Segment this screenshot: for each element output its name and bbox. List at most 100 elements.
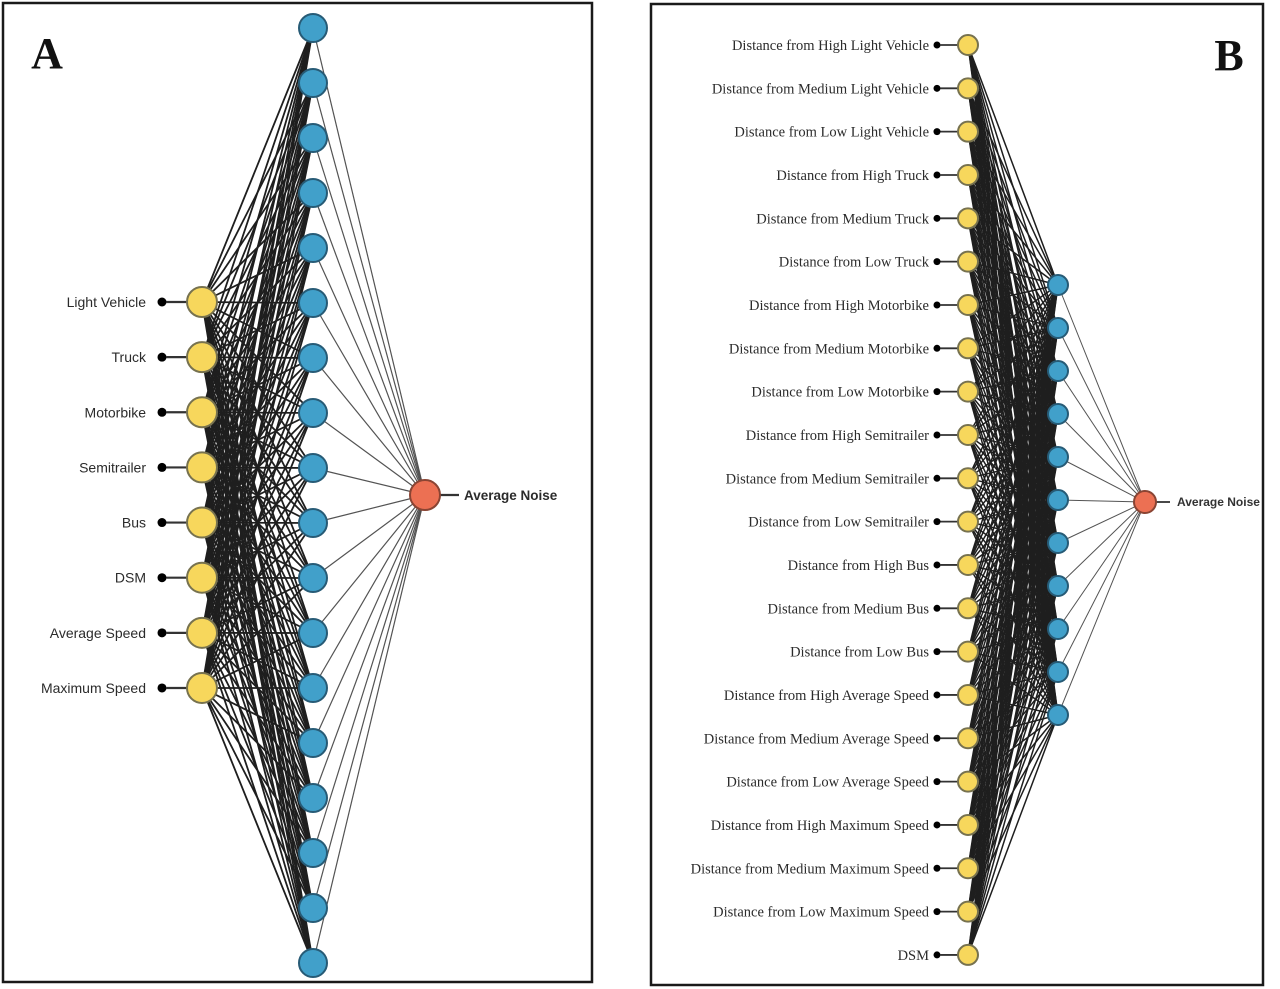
edge: [201, 522, 314, 689]
input-row: Distance from Low Light Vehicle: [734, 120, 979, 143]
edge: [967, 217, 1059, 286]
input-node: [957, 597, 979, 620]
input-dot: [933, 734, 941, 742]
input-dot: [933, 388, 941, 396]
hidden-node: [1047, 704, 1069, 726]
edge: [967, 284, 1059, 652]
hidden-node: [298, 673, 328, 703]
edge: [967, 284, 1059, 696]
panel-a-output-label: Average Noise: [464, 488, 558, 503]
hidden-node: [298, 68, 328, 98]
input-label: Distance from Medium Bus: [768, 601, 930, 617]
input-dot: [933, 951, 941, 959]
edges-input-hidden: [967, 44, 1059, 956]
input-row: Distance from High Maximum Speed: [711, 813, 979, 836]
input-label: Distance from High Truck: [776, 168, 929, 184]
output-node: [409, 479, 441, 511]
input-label: Distance from Medium Truck: [756, 211, 930, 227]
edge: [967, 284, 1059, 739]
input-dot: [933, 344, 941, 352]
input-row: Maximum Speed: [41, 671, 218, 704]
input-label: Distance from Low Motorbike: [751, 385, 929, 401]
input-dot: [933, 84, 941, 92]
edge: [967, 88, 1059, 286]
edge: [967, 284, 1059, 869]
edge: [201, 687, 314, 854]
input-node: [957, 120, 979, 143]
hidden-node: [298, 508, 328, 538]
input-label: Distance from High Bus: [788, 558, 930, 574]
edge: [312, 494, 426, 909]
edge: [967, 628, 1059, 956]
input-node: [957, 640, 979, 663]
hidden-node: [1047, 317, 1069, 339]
edge: [201, 357, 314, 689]
edge: [312, 467, 426, 496]
input-label: Distance from Low Bus: [790, 645, 929, 661]
edge: [967, 284, 1059, 566]
input-row: Distance from Medium Maximum Speed: [691, 857, 979, 880]
panel-a-letter: A: [31, 29, 63, 78]
input-node: [186, 671, 218, 704]
input-row: Distance from High Light Vehicle: [732, 34, 979, 56]
input-dot: [933, 864, 941, 872]
input-dot: [933, 431, 941, 439]
input-row: Motorbike: [85, 396, 218, 429]
input-row: Distance from Low Maximum Speed: [713, 900, 979, 923]
edge: [967, 284, 1059, 306]
edge: [201, 27, 314, 303]
input-dot: [933, 778, 941, 786]
edge: [967, 585, 1059, 956]
edge: [201, 687, 314, 964]
edge: [201, 577, 314, 689]
input-row: Light Vehicle: [67, 286, 218, 318]
edge: [201, 687, 314, 799]
input-dot: [157, 352, 167, 362]
edge: [201, 192, 314, 689]
input-node: [186, 341, 218, 374]
input-dot: [933, 821, 941, 829]
hidden-node: [1047, 446, 1069, 468]
input-node: [957, 337, 979, 360]
input-label: Distance from Low Semitrailer: [748, 515, 929, 531]
input-row: Distance from Medium Average Speed: [704, 727, 979, 750]
input-dot: [157, 628, 167, 638]
input-row: Truck: [112, 341, 218, 374]
output-node: [1133, 490, 1157, 514]
input-label: Bus: [122, 515, 146, 531]
input-row: Distance from Low Average Speed: [726, 770, 979, 793]
input-dot: [157, 407, 167, 417]
input-node: [957, 857, 979, 880]
input-node: [957, 727, 979, 750]
input-row: DSM: [115, 561, 218, 594]
hidden-node: [298, 288, 328, 318]
edge: [201, 137, 314, 689]
edge: [312, 247, 426, 496]
edge: [967, 284, 1059, 826]
edge: [967, 174, 1059, 286]
hidden-node: [1047, 532, 1069, 554]
input-label: Distance from Medium Average Speed: [704, 731, 930, 747]
hidden-node: [1047, 661, 1069, 683]
input-label: Distance from High Motorbike: [749, 298, 929, 314]
input-row: Distance from Medium Motorbike: [729, 337, 979, 360]
edges-hidden-output: [312, 27, 426, 964]
edge: [967, 44, 1059, 286]
input-row: DSM: [898, 943, 979, 966]
input-dot: [933, 301, 941, 309]
edge: [967, 284, 1059, 912]
input-label: Truck: [112, 349, 147, 365]
input-node: [957, 510, 979, 533]
hidden-node: [298, 233, 328, 263]
edge: [312, 494, 426, 964]
edge: [1057, 501, 1146, 544]
hidden-node: [298, 728, 328, 758]
input-dot: [933, 41, 941, 49]
input-dot: [157, 683, 167, 693]
edge: [1057, 501, 1146, 716]
edge: [967, 284, 1059, 393]
hidden-node: [1047, 489, 1069, 511]
input-label: Distance from High Semitrailer: [746, 428, 929, 444]
edge: [312, 137, 426, 496]
